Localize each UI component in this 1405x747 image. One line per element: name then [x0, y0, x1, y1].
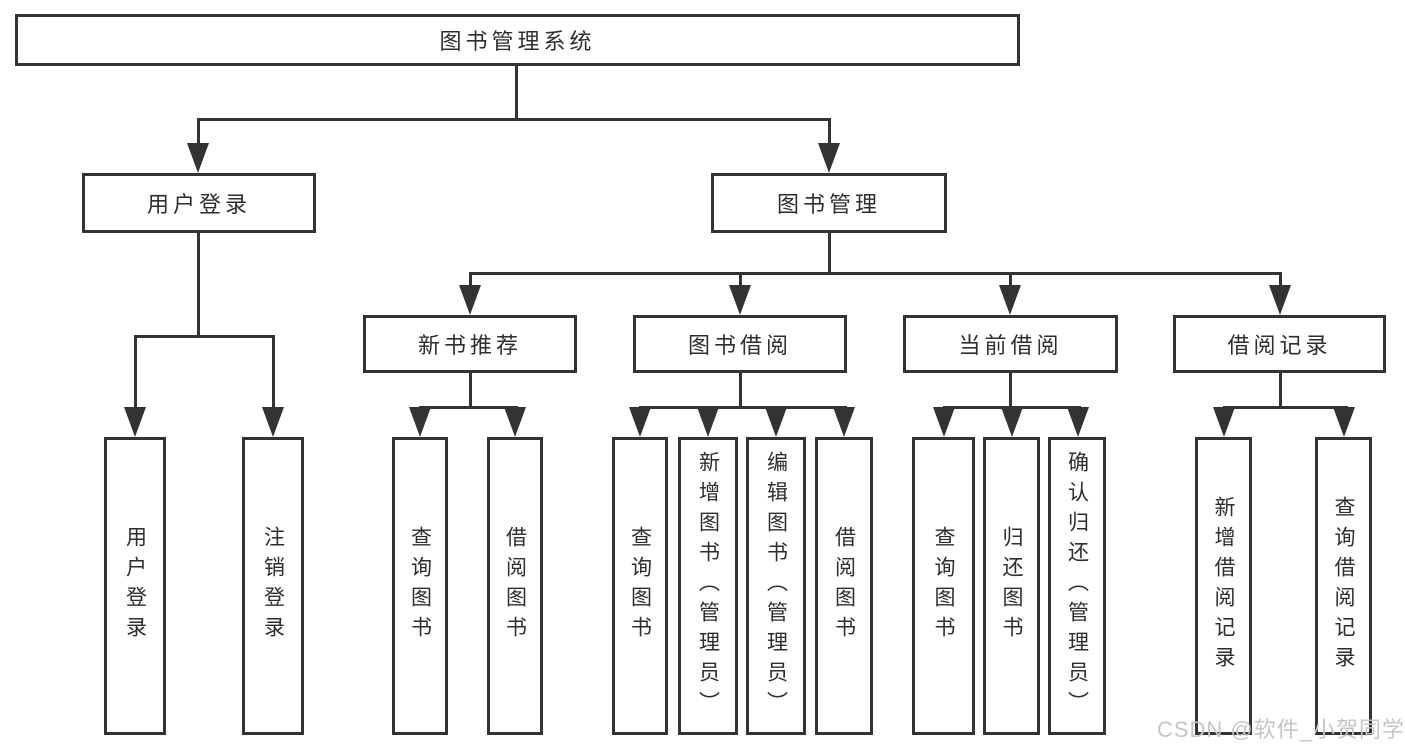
- arrowhead-down-icon: [729, 285, 751, 315]
- node-leaf-add-borrow-record: 新增借阅记录: [1195, 437, 1252, 735]
- node-leaf-edit-books-admin: 编辑图书（管理员）: [746, 437, 806, 735]
- node-leaf-query-borrow-record: 查询借阅记录: [1315, 437, 1372, 735]
- connector-line: [639, 406, 847, 409]
- connector-line: [134, 335, 275, 338]
- node-leaf-borrow-books-borrowing: 借阅图书: [815, 437, 873, 735]
- arrowhead-down-icon: [1269, 285, 1291, 315]
- arrowhead-down-icon: [697, 407, 719, 437]
- arrowhead-down-icon: [409, 407, 431, 437]
- node-book-management-branch: 图书管理: [711, 173, 947, 233]
- connector-line: [272, 335, 275, 409]
- node-leaf-borrow-books-recommend: 借阅图书: [487, 437, 543, 735]
- node-leaf-query-books-borrowing: 查询图书: [612, 437, 668, 735]
- connector-line: [828, 233, 831, 275]
- arrowhead-down-icon: [504, 407, 526, 437]
- connector-line: [469, 373, 472, 409]
- arrowhead-down-icon: [933, 407, 955, 437]
- connector-line: [1009, 272, 1012, 287]
- node-leaf-add-books-admin: 新增图书（管理员）: [678, 437, 738, 735]
- node-leaf-query-books-recommend: 查询图书: [392, 437, 448, 735]
- connector-line: [1279, 272, 1282, 287]
- arrowhead-down-icon: [187, 143, 209, 173]
- arrowhead-down-icon: [459, 285, 481, 315]
- arrowhead-down-icon: [1001, 407, 1023, 437]
- node-user-login-branch: 用户登录: [82, 173, 316, 233]
- node-leaf-return-books: 归还图书: [983, 437, 1040, 735]
- arrowhead-down-icon: [765, 407, 787, 437]
- arrowhead-down-icon: [629, 407, 651, 437]
- node-leaf-confirm-return-admin: 确认归还（管理员）: [1048, 437, 1106, 735]
- connector-line: [197, 118, 200, 145]
- node-leaf-query-books-current: 查询图书: [912, 437, 975, 735]
- connector-line: [419, 406, 518, 409]
- arrowhead-down-icon: [999, 285, 1021, 315]
- arrowhead-down-icon: [262, 407, 284, 437]
- node-leaf-logout: 注销登录: [242, 437, 304, 735]
- connector-line: [828, 118, 831, 145]
- node-book-borrowing: 图书借阅: [633, 315, 847, 373]
- connector-line: [739, 272, 742, 287]
- node-current-borrowing: 当前借阅: [903, 315, 1118, 373]
- arrowhead-down-icon: [818, 143, 840, 173]
- node-book-management-system: 图书管理系统: [15, 14, 1020, 66]
- connector-line: [134, 335, 137, 409]
- watermark: CSDN @软件_小贺同学: [1156, 717, 1405, 742]
- connector-line: [197, 233, 200, 338]
- connector-line: [469, 272, 1282, 275]
- arrowhead-down-icon: [833, 407, 855, 437]
- connector-line: [1279, 373, 1282, 409]
- connector-line: [515, 66, 518, 120]
- node-borrowing-records: 借阅记录: [1173, 315, 1386, 373]
- connector-line: [197, 118, 831, 121]
- connector-line: [469, 272, 472, 287]
- connector-line: [1009, 373, 1012, 409]
- arrowhead-down-icon: [1213, 407, 1235, 437]
- arrowhead-down-icon: [1333, 407, 1355, 437]
- node-leaf-user-login: 用户登录: [104, 437, 166, 735]
- connector-line: [1223, 406, 1348, 409]
- arrowhead-down-icon: [1067, 407, 1089, 437]
- node-new-book-recommendation: 新书推荐: [363, 315, 577, 373]
- arrowhead-down-icon: [124, 407, 146, 437]
- connector-line: [739, 373, 742, 409]
